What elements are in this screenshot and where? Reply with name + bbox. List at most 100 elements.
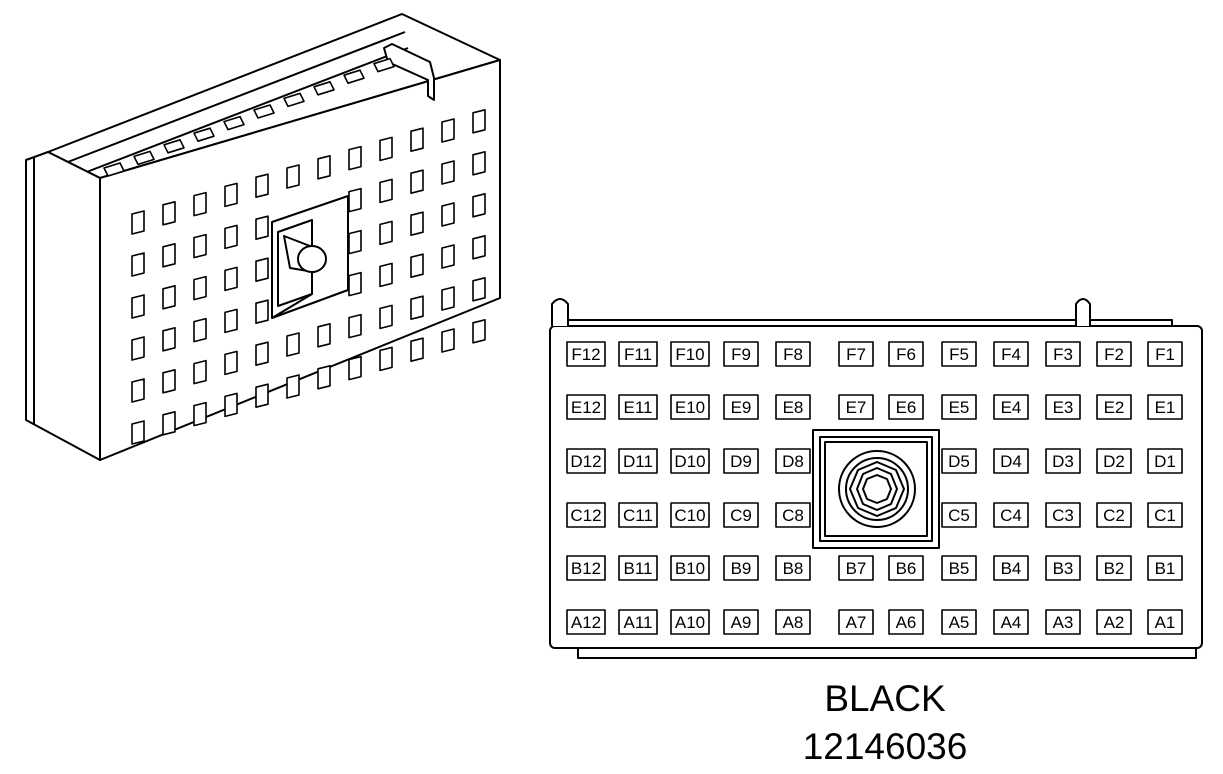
cavity-box-d10: [670, 448, 710, 474]
cavity-box-b10: [670, 555, 710, 581]
cavity-box-a3: [1045, 609, 1081, 635]
cavity-box-f12: [566, 341, 606, 367]
cavity-box-e5: [941, 394, 977, 420]
cavity-box-c4: [993, 502, 1029, 528]
cavity-label-d2: D2: [1103, 452, 1125, 471]
cavity-box-b12: [566, 555, 606, 581]
cavity-box-e1: [1147, 394, 1183, 420]
iso-cavity: [286, 374, 300, 399]
iso-top-slot: [193, 127, 215, 142]
cavity-label-e1: E1: [1155, 398, 1176, 417]
cavity-box-c9: [723, 502, 759, 528]
cavity-label-c1: C1: [1154, 506, 1176, 525]
cavity-label-d10: D10: [674, 452, 705, 471]
connector-part-number: 12146036: [802, 726, 968, 767]
cavity-box-d1: [1147, 448, 1183, 474]
cavity-box-b1: [1147, 555, 1183, 581]
cavity-label-c4: C4: [1000, 506, 1022, 525]
iso-top-slot: [253, 104, 275, 119]
iso-cavity: [441, 202, 455, 227]
cavity-box-e2: [1096, 394, 1132, 420]
iso-cavity: [131, 210, 145, 235]
face-left-post: [551, 298, 569, 326]
cavity-label-f8: F8: [783, 345, 803, 364]
cavity-box-b5: [941, 555, 977, 581]
cavity-label-a3: A3: [1053, 613, 1074, 632]
iso-cavity: [379, 304, 393, 330]
cavity-label-a10: A10: [675, 613, 705, 632]
cavity-box-c5: [941, 502, 977, 528]
cavity-box-a8: [775, 609, 811, 635]
iso-cavity: [224, 266, 238, 292]
cavity-box-c2: [1096, 502, 1132, 528]
iso-cavity: [255, 215, 269, 240]
cavity-label-c11: C11: [623, 506, 653, 525]
cavity-box-a1: [1147, 609, 1183, 635]
cavity-label-a11: A11: [624, 613, 653, 632]
cavity-label-b2: B2: [1104, 559, 1125, 578]
cavity-label-f12: F12: [571, 345, 600, 364]
iso-top-slot: [313, 81, 335, 96]
cavity-label-d4: D4: [1000, 452, 1022, 471]
cavity-box-a9: [723, 609, 759, 635]
cavity-box-e10: [670, 394, 710, 420]
iso-cavity: [131, 336, 145, 361]
iso-cavity: [193, 317, 207, 343]
iso-cavity: [410, 169, 424, 194]
cavity-box-e11: [618, 394, 658, 420]
iso-cavity: [131, 294, 145, 319]
connector-isometric-view: [25, 13, 501, 461]
cavity-label-c5: C5: [948, 506, 970, 525]
iso-cavity: [441, 286, 455, 311]
cavity-label-f6: F6: [896, 345, 916, 364]
iso-cavity: [224, 224, 238, 250]
cavity-label-c3: C3: [1052, 506, 1074, 525]
cavity-label-f10: F10: [675, 345, 704, 364]
iso-cavity: [379, 220, 393, 246]
cavity-label-f11: F11: [624, 345, 652, 364]
cavity-label-f7: F7: [846, 345, 866, 364]
cavity-box-d5: [941, 448, 977, 474]
iso-cavity: [131, 378, 145, 403]
cavity-label-d1: D1: [1154, 452, 1176, 471]
iso-cavity: [410, 337, 424, 362]
cavity-label-d8: D8: [782, 452, 804, 471]
cavity-label-e2: E2: [1104, 398, 1125, 417]
cavity-box-f10: [670, 341, 710, 367]
iso-cavity: [193, 275, 207, 301]
cavity-label-c8: C8: [782, 506, 804, 525]
cavity-box-f3: [1045, 341, 1081, 367]
cavity-label-d11: D11: [623, 452, 653, 471]
cavity-label-e7: E7: [846, 398, 867, 417]
cavity-box-a10: [670, 609, 710, 635]
iso-top-slot: [373, 57, 395, 73]
cavity-box-c1: [1147, 502, 1183, 528]
cavity-box-d12: [566, 448, 606, 474]
cavity-label-a9: A9: [731, 613, 752, 632]
cavity-label-a8: A8: [783, 613, 804, 632]
cavity-label-f9: F9: [731, 345, 751, 364]
iso-top-slot: [343, 69, 365, 84]
iso-latch: [383, 43, 435, 101]
cavity-box-a7: [838, 609, 874, 635]
cavity-label-c2: C2: [1103, 506, 1125, 525]
iso-cavity: [255, 341, 269, 366]
iso-top-slots: [103, 57, 395, 177]
cavity-box-a6: [888, 609, 924, 635]
iso-cavity: [162, 411, 176, 436]
cavity-box-d2: [1096, 448, 1132, 474]
cavity-box-f6: [888, 341, 924, 367]
iso-cavity: [286, 164, 300, 189]
cavity-label-b11: B11: [624, 559, 653, 578]
iso-top-slot: [283, 92, 305, 108]
iso-cavity: [379, 178, 393, 204]
iso-cavity: [441, 328, 455, 353]
cavity-box-c8: [775, 502, 811, 528]
cavity-box-c10: [670, 502, 710, 528]
cavity-label-e9: E9: [731, 398, 752, 417]
center-boss: [812, 429, 940, 549]
iso-cavity: [224, 350, 238, 376]
cavity-label-a7: A7: [846, 613, 867, 632]
